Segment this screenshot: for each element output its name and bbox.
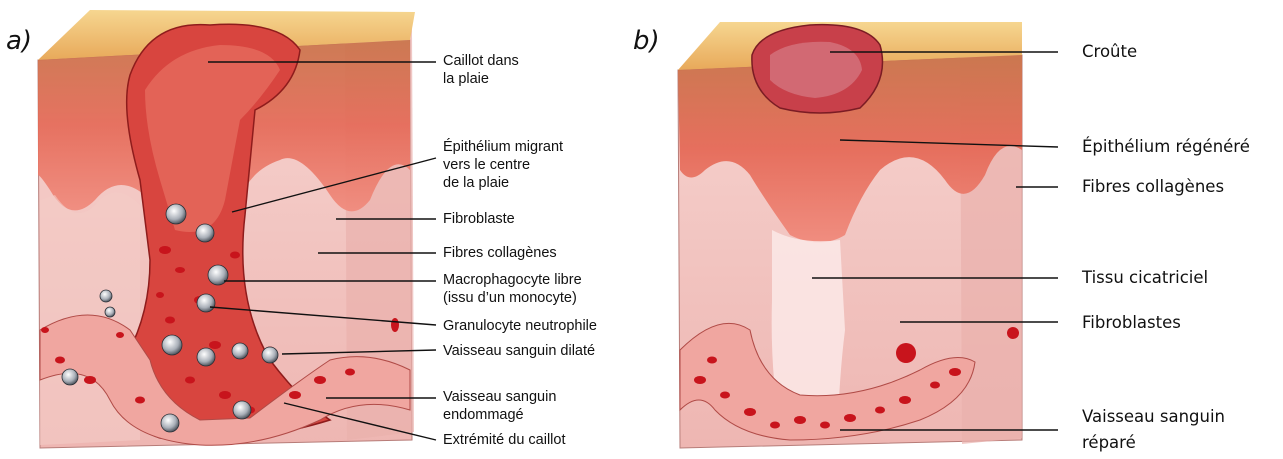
label-macrophagocyte: Macrophagocyte libre(issu d’un monocyte) [443, 271, 582, 307]
panel-b-illustration [678, 22, 1022, 448]
label-fibroblaste: Fibroblaste [443, 210, 515, 228]
panel-b-letter: b) [633, 26, 660, 56]
panel-a-illustration [38, 10, 415, 448]
label-extremite-caillot: Extrémité du caillot [443, 431, 566, 449]
label-fibroblastes: Fibroblastes [1082, 310, 1181, 336]
label-granulocyte: Granulocyte neutrophile [443, 317, 597, 335]
label-fibres-collagenes-b: Fibres collagènes [1082, 174, 1224, 200]
label-fibres-collagenes-a: Fibres collagènes [443, 244, 557, 262]
panel-a-letter: a) [6, 26, 32, 56]
label-croute: Croûte [1082, 39, 1137, 65]
label-epithelium-migrant: Épithélium migrant vers le centre de la … [443, 138, 563, 192]
label-tissu-cicatriciel: Tissu cicatriciel [1082, 265, 1208, 291]
label-vaisseau-dilate: Vaisseau sanguin dilaté [443, 342, 595, 360]
label-epithelium-regenere: Épithélium régénéré [1082, 134, 1250, 160]
